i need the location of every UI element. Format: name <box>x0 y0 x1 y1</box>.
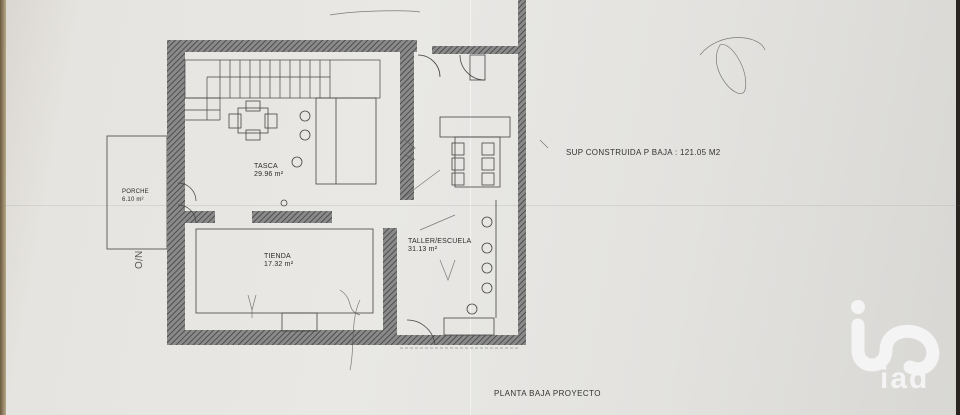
drawing-title: PLANTA BAJA PROYECTO <box>494 389 601 398</box>
right-block-walls <box>397 0 526 345</box>
tienda-outline <box>195 228 374 314</box>
room-area: 31.13 m² <box>408 246 438 253</box>
total-area-label: SUP CONSTRUIDA P BAJA : 121.05 M2 <box>566 148 721 157</box>
tienda-window <box>281 312 318 332</box>
tasca-furniture <box>228 97 377 207</box>
doors <box>177 182 197 224</box>
room-label-porche: PORCHE 6.10 m² <box>122 188 149 204</box>
handwritten-note: N/O <box>132 250 144 270</box>
iad-logo-text: iad <box>880 362 930 395</box>
room-area: 6.10 m² <box>122 197 144 203</box>
room-name: TASCA <box>254 163 278 170</box>
photo-edge-left <box>0 0 6 415</box>
paper-fold-horizontal <box>0 205 960 206</box>
room-label-taller: TALLER/ESCUELA 31.13 m² <box>408 238 471 254</box>
pencil-scribbles <box>247 10 766 371</box>
room-name: TALLER/ESCUELA <box>408 238 472 245</box>
iad-logo-icon <box>851 300 940 376</box>
staircase <box>184 59 381 121</box>
photo-edge-right <box>956 0 960 415</box>
room-name: PORCHE <box>122 189 149 195</box>
paper-fold-vertical <box>470 0 471 415</box>
room-area: 17.32 m² <box>264 261 294 268</box>
room-name: TIENDA <box>264 253 291 260</box>
room-label-tasca: TASCA 29.96 m² <box>254 163 283 179</box>
room-label-tienda: TIENDA 17.32 m² <box>264 253 293 269</box>
left-block-walls <box>167 40 417 345</box>
room-area: 29.96 m² <box>254 171 284 178</box>
taller-furniture <box>406 54 511 346</box>
